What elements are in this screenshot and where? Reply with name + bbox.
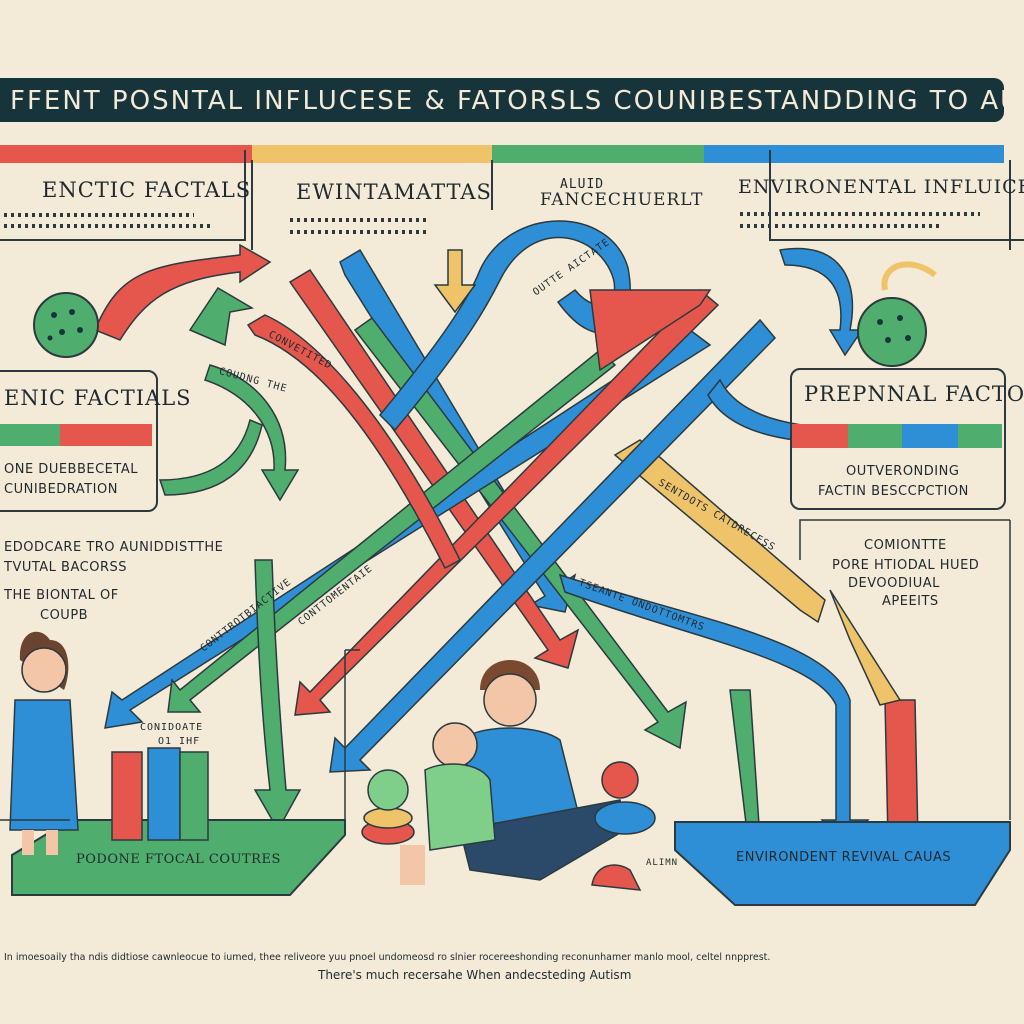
connector-mid	[251, 160, 493, 250]
band-mid-left-red	[60, 424, 152, 446]
dotted-text-line	[4, 224, 214, 228]
band-blue	[704, 145, 1004, 163]
arrow-blue-mid-2	[329, 318, 777, 773]
red-swoosh-left	[94, 243, 272, 341]
arrow-yellow-top	[433, 249, 477, 314]
band-mid-right-red	[792, 424, 848, 448]
header-environmental: EWINTAMATTAS	[296, 180, 492, 204]
right-note-1: COMIONTTE	[864, 538, 947, 553]
arrow-yellow-right	[829, 589, 902, 706]
mid-right-line2: FACTIN BESCCPCTION	[818, 484, 969, 499]
right-note-4: APEEITS	[882, 594, 939, 609]
band-yellow	[252, 145, 492, 163]
band-mid-right-green-2	[958, 424, 1002, 448]
platform-right-label: ENVIRONDENT REVIVAL CAUAS	[736, 850, 952, 865]
cell-right	[857, 297, 927, 367]
connector-left-top	[0, 150, 246, 241]
dotted-text-line	[740, 212, 980, 216]
left-note-1: EDODCARE TRO AUNIDDISTTHE	[4, 540, 224, 555]
small-label: ALUID	[560, 177, 605, 192]
band-mid-right-green	[848, 424, 902, 448]
small-tag: ALIMN	[646, 858, 679, 868]
title-banner	[0, 78, 1004, 122]
band-mid-right-blue	[902, 424, 958, 448]
arrow-red-vertical-right	[884, 699, 919, 841]
book-red	[111, 751, 143, 841]
arrow-yellow-diag	[613, 439, 826, 624]
mid-right-line1: OUTVERONDING	[846, 464, 960, 479]
arrow-blue-swoosh-right	[779, 247, 864, 357]
platform-right	[674, 821, 1011, 906]
arrow-green-vertical	[253, 559, 302, 832]
right-note-3: DEVOODIUAL	[848, 576, 940, 591]
arrow-green-curve-left-2	[158, 418, 263, 496]
toy-stack	[361, 769, 415, 845]
arrow-green-right-short	[729, 689, 761, 841]
platform-left-label: PODONE FTOCAL COUTRES	[76, 852, 281, 867]
header-prenatal-factors: PREPNNAL FACTORS	[804, 382, 1024, 406]
left-note-2: TVUTAL BACORSS	[4, 560, 127, 575]
mid-left-line1: ONE DUEBBECETAL	[4, 462, 138, 477]
toy-ball	[594, 761, 656, 835]
arrow-red-mid	[294, 288, 720, 716]
room-line-right	[799, 519, 1011, 820]
left-note-4: COUPB	[40, 608, 89, 623]
panel-prenatal-factors	[790, 368, 1006, 510]
toy-shoe	[591, 864, 642, 891]
dotted-text-line	[740, 224, 940, 228]
arrow-red-right-diag	[589, 289, 712, 372]
yellow-swirl-right	[881, 261, 937, 291]
band-red	[0, 145, 252, 163]
book-green	[179, 751, 209, 841]
header-genetic-factors: ENCTIC FACTALS	[42, 178, 252, 202]
arrow-red-diag-1	[288, 268, 580, 669]
cell-left	[33, 292, 99, 358]
arrow-green-curve-left	[204, 364, 300, 502]
book-blue	[147, 747, 181, 841]
mid-left-line2: CUNIBEDRATION	[4, 482, 118, 497]
parent-child-figure	[400, 660, 626, 885]
room-line-left	[0, 649, 360, 821]
arrow-green-long-left	[167, 348, 617, 713]
dotted-text-line	[290, 218, 430, 222]
books-label-1: CONIDOATE	[140, 722, 204, 733]
band-mid-left-green	[0, 424, 60, 446]
page-title: FFENT POSNTAL INFLUCESE & FATORSLS COUNI…	[10, 86, 1024, 116]
dotted-text-line	[290, 230, 430, 234]
arrow-red-curve	[246, 314, 461, 570]
green-star-arrow	[188, 286, 255, 347]
header-genetic-factors-2: ENIC FACTIALS	[4, 386, 192, 410]
header-center: FANCECHUERLT	[540, 190, 704, 210]
panel-genetic-factors	[0, 370, 158, 512]
band-green	[492, 145, 704, 163]
footer-line-1: In imoesoaily tha ndis didtiose cawnleoc…	[4, 952, 771, 963]
footer-line-2: There's much recersahe When andecsteding…	[318, 968, 632, 982]
girl-figure	[9, 631, 79, 855]
dotted-text-line	[4, 213, 194, 217]
arrow-blue-loop	[378, 220, 631, 432]
header-environmental-influences: ENVIRONENTAL INFLUICEES	[738, 176, 1024, 198]
right-note-2: PORE HTIODAL HUED	[832, 558, 980, 573]
connector-right-top	[769, 150, 1024, 241]
books-label-2: O1 IHF	[158, 736, 201, 747]
left-note-3: THE BIONTAL OF	[4, 588, 119, 603]
